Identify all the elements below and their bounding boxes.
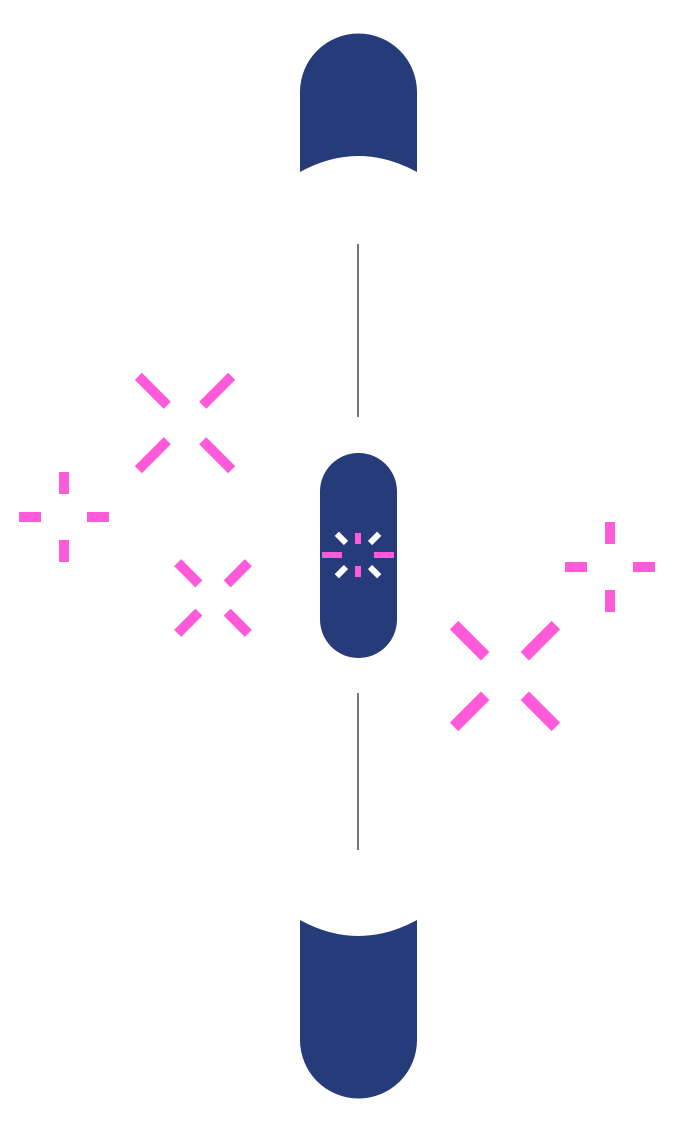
sparkle-icon <box>19 472 109 562</box>
spinner-ray <box>367 531 382 546</box>
sparkle-icon <box>449 620 561 732</box>
capsule-bottom-half-icon <box>300 920 417 1099</box>
sparkle-ray <box>520 691 561 732</box>
sparkle-ray <box>199 372 236 409</box>
sparkle-icon <box>565 522 655 612</box>
sparkle-icon <box>174 559 252 637</box>
sparkle-icon <box>134 372 236 474</box>
spinner-ray <box>334 564 349 579</box>
pill-icon <box>320 453 397 658</box>
sparkle-ray <box>223 559 252 588</box>
spinner-ray <box>334 531 349 546</box>
sparkle-ray <box>174 559 203 588</box>
sparkle-ray <box>449 691 490 732</box>
loading-spinner-icon <box>322 531 394 579</box>
sparkle-ray <box>199 437 236 474</box>
sparkle-ray <box>174 608 203 637</box>
spinner-ray <box>367 564 382 579</box>
sparkle-ray <box>520 620 561 661</box>
sparkle-ray <box>223 608 252 637</box>
sparkle-ray <box>449 620 490 661</box>
capsule-top-half-icon <box>300 33 417 172</box>
sparkle-ray <box>134 372 171 409</box>
sparkle-ray <box>134 437 171 474</box>
